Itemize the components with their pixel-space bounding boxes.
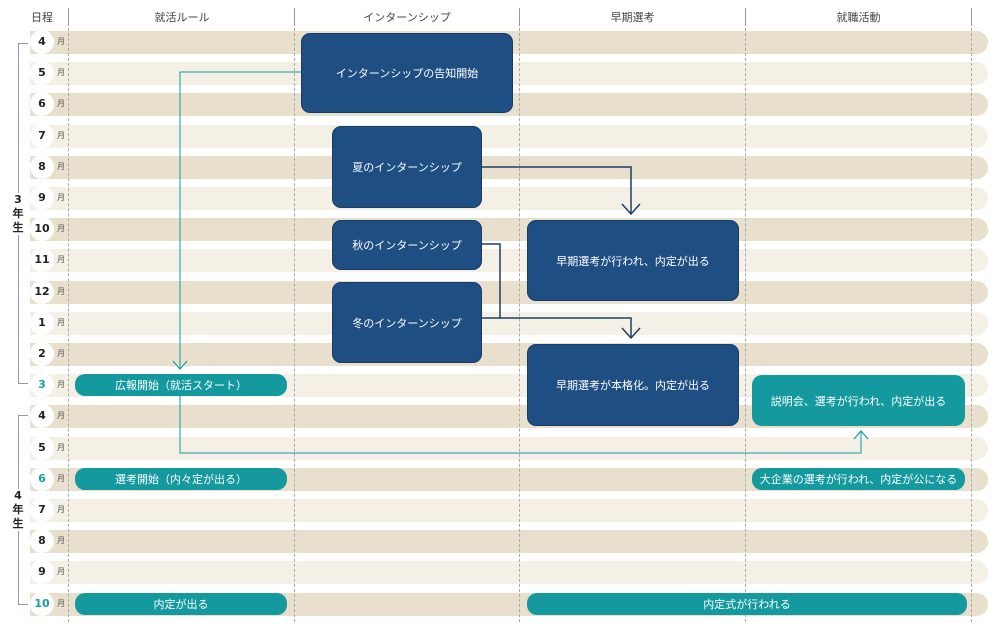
header-divider [68,8,69,26]
month-suffix: 月 [57,567,65,576]
month-number: 8 [30,155,54,179]
arrowhead [172,360,188,370]
header-divider [971,8,972,26]
arrowhead [853,430,869,440]
month-band [30,499,988,522]
month-suffix: 月 [57,131,65,140]
month-number: 9 [30,560,54,584]
header-schedule: 日程 [31,11,53,24]
header-column-rules: 就活ルール [154,11,210,24]
offer-ceremony-pill: 内定式が行われる [527,593,967,615]
month-band [30,343,988,366]
announce-to-pr-start-arrow [179,71,301,368]
year-label-char: 3 [11,193,25,207]
bracket-tick [18,415,28,416]
month-suffix: 月 [57,599,65,608]
year-label-char: 年 [11,503,25,517]
month-band [30,437,988,460]
month-band [30,218,988,241]
month-number: 10 [30,592,54,616]
selection-start-pill: 選考開始（内々定が出る） [75,468,287,490]
month-number: 5 [30,61,54,85]
month-suffix: 月 [57,536,65,545]
month-band [30,125,988,148]
month-suffix: 月 [57,380,65,389]
month-band [30,281,988,304]
briefing-selection-box: 説明会、選考が行われ、内定が出る [752,375,965,426]
month-suffix: 月 [57,193,65,202]
year-label-char: 生 [11,221,25,235]
summer-to-early-selection-arrow [482,166,632,213]
month-suffix: 月 [57,349,65,358]
month-suffix: 月 [57,287,65,296]
bracket-tick [18,383,28,384]
internship-announcement-box: インターンシップの告知開始 [301,33,513,113]
month-number: 4 [30,30,54,54]
month-band [30,405,988,428]
autumn-internship-box: 秋のインターンシップ [332,220,482,270]
summer-internship-box: 夏のインターンシップ [332,126,482,208]
column-divider [519,28,520,622]
month-suffix: 月 [57,99,65,108]
column-divider [294,28,295,622]
month-suffix: 月 [57,37,65,46]
month-number: 6 [30,467,54,491]
month-band [30,530,988,553]
year-label-char: 年 [11,207,25,221]
header-divider [294,8,295,26]
month-band [30,187,988,210]
month-band [30,312,988,335]
month-number: 7 [30,498,54,522]
month-number: 9 [30,186,54,210]
year-label-char: 生 [11,517,25,531]
year-label-char: 4 [11,489,25,503]
month-band [30,249,988,272]
month-number: 3 [30,373,54,397]
month-suffix: 月 [57,505,65,514]
month-number: 6 [30,92,54,116]
bracket-tick [18,604,28,605]
month-suffix: 月 [57,443,65,452]
month-number: 8 [30,529,54,553]
early-selection-box: 早期選考が行われ、内定が出る [527,220,739,301]
column-divider [68,28,69,622]
month-suffix: 月 [57,224,65,233]
month-number: 4 [30,404,54,428]
month-band [30,561,988,584]
offer-pill: 内定が出る [75,593,287,615]
winter-internship-box: 冬のインターンシップ [332,282,482,363]
month-suffix: 月 [57,255,65,264]
month-number: 11 [30,248,54,272]
big-corp-selection-pill: 大企業の選考が行われ、内定が公になる [752,468,965,490]
month-number: 7 [30,124,54,148]
header-column-job-hunting: 就職活動 [836,11,881,24]
bracket-tick [18,43,28,44]
pr-start-to-briefing-arrow [179,396,862,454]
early-selection-full-box: 早期選考が本格化。内定が出る [527,344,739,426]
column-divider [971,28,972,622]
arrowhead [621,203,641,216]
month-suffix: 月 [57,411,65,420]
autumn-winter-to-early-full-arrow [482,243,632,337]
header-column-internship: インターンシップ [363,11,451,24]
header-divider [519,8,520,26]
month-number: 10 [30,217,54,241]
month-suffix: 月 [57,162,65,171]
column-divider [745,28,746,622]
header-divider [745,8,746,26]
month-number: 2 [30,342,54,366]
month-number: 1 [30,311,54,335]
month-suffix: 月 [57,318,65,327]
month-suffix: 月 [57,474,65,483]
pr-start-pill: 広報開始（就活スタート） [75,374,287,396]
arrowhead [621,327,641,340]
header-column-early-selection: 早期選考 [610,11,655,24]
month-number: 5 [30,436,54,460]
month-number: 12 [30,280,54,304]
month-suffix: 月 [57,68,65,77]
